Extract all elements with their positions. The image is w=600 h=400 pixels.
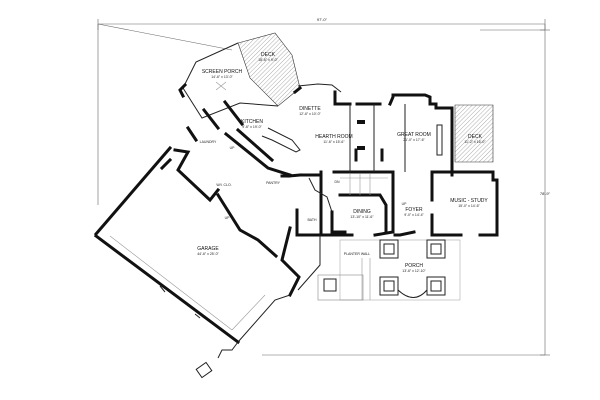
room-size: 14'-6" x 13'-0" (211, 75, 233, 79)
room-name: MUSIC - STUDY (450, 198, 488, 204)
room-size: 15'-0" x 14'-6" (458, 204, 480, 208)
walk-in-closet-label: W/I. CLO. (216, 183, 231, 187)
room-name: DINETTE (299, 106, 321, 112)
garage-walls (93, 145, 291, 379)
dimension-lines (97, 19, 550, 356)
room-name: PORCH (405, 263, 423, 269)
overall-width-dimension: 97'-0" (317, 17, 328, 22)
pantry-label: PANTRY (266, 181, 281, 185)
room-size: 9'-0" x 14'-4" (404, 213, 424, 217)
exterior-walls (280, 83, 499, 291)
dining-walls (308, 174, 388, 234)
room-size: 13'-6" x 12'-10" (402, 269, 426, 273)
room-size: 11'-6" x 15'-6" (323, 140, 345, 144)
porch (317, 239, 461, 301)
room-name: SCREEN PORCH (202, 69, 243, 75)
room-name: FOYER (405, 207, 423, 213)
stair-up-label: UP (225, 216, 231, 220)
planter-wall-label: PLANTER WALL (344, 252, 371, 256)
room-name: DECK (261, 52, 276, 58)
overall-depth-dimension: 78'-9" (540, 191, 551, 196)
room-size: 18'-6" x 9'-0" (258, 58, 278, 62)
stair-down-label: DN (334, 180, 340, 184)
room-name: KITCHEN (241, 119, 263, 125)
screen-porch-walls (178, 42, 279, 119)
bath-label: BATH (307, 218, 317, 222)
kitchen-wing-walls (159, 99, 302, 298)
stair-up-label: UP (230, 146, 236, 150)
room-name: HEARTH ROOM (315, 134, 352, 140)
room-size: 21'-0" x 17'-6" (403, 138, 425, 142)
room-name: DECK (468, 134, 483, 140)
room-name: GREAT ROOM (397, 132, 431, 138)
rear-deck (237, 32, 301, 107)
laundry-label: LAUNDRY (200, 140, 217, 144)
room-size: 12'-6" x 10'-0" (299, 112, 321, 116)
room-labels: DECK 18'-6" x 9'-0" SCREEN PORCH 14'-6" … (197, 52, 488, 273)
room-name: DINING (353, 209, 371, 215)
room-size: 13'-10" x 11'-6" (350, 215, 374, 219)
room-size: 9'-6" x 19'-0" (242, 125, 262, 129)
room-name: GARAGE (197, 246, 219, 252)
room-size: 44'-6" x 25'-0" (197, 252, 219, 256)
side-deck (454, 104, 494, 163)
room-size: 11'-2" x 16'-0" (464, 140, 486, 144)
stair-up-label: UP (402, 202, 408, 206)
